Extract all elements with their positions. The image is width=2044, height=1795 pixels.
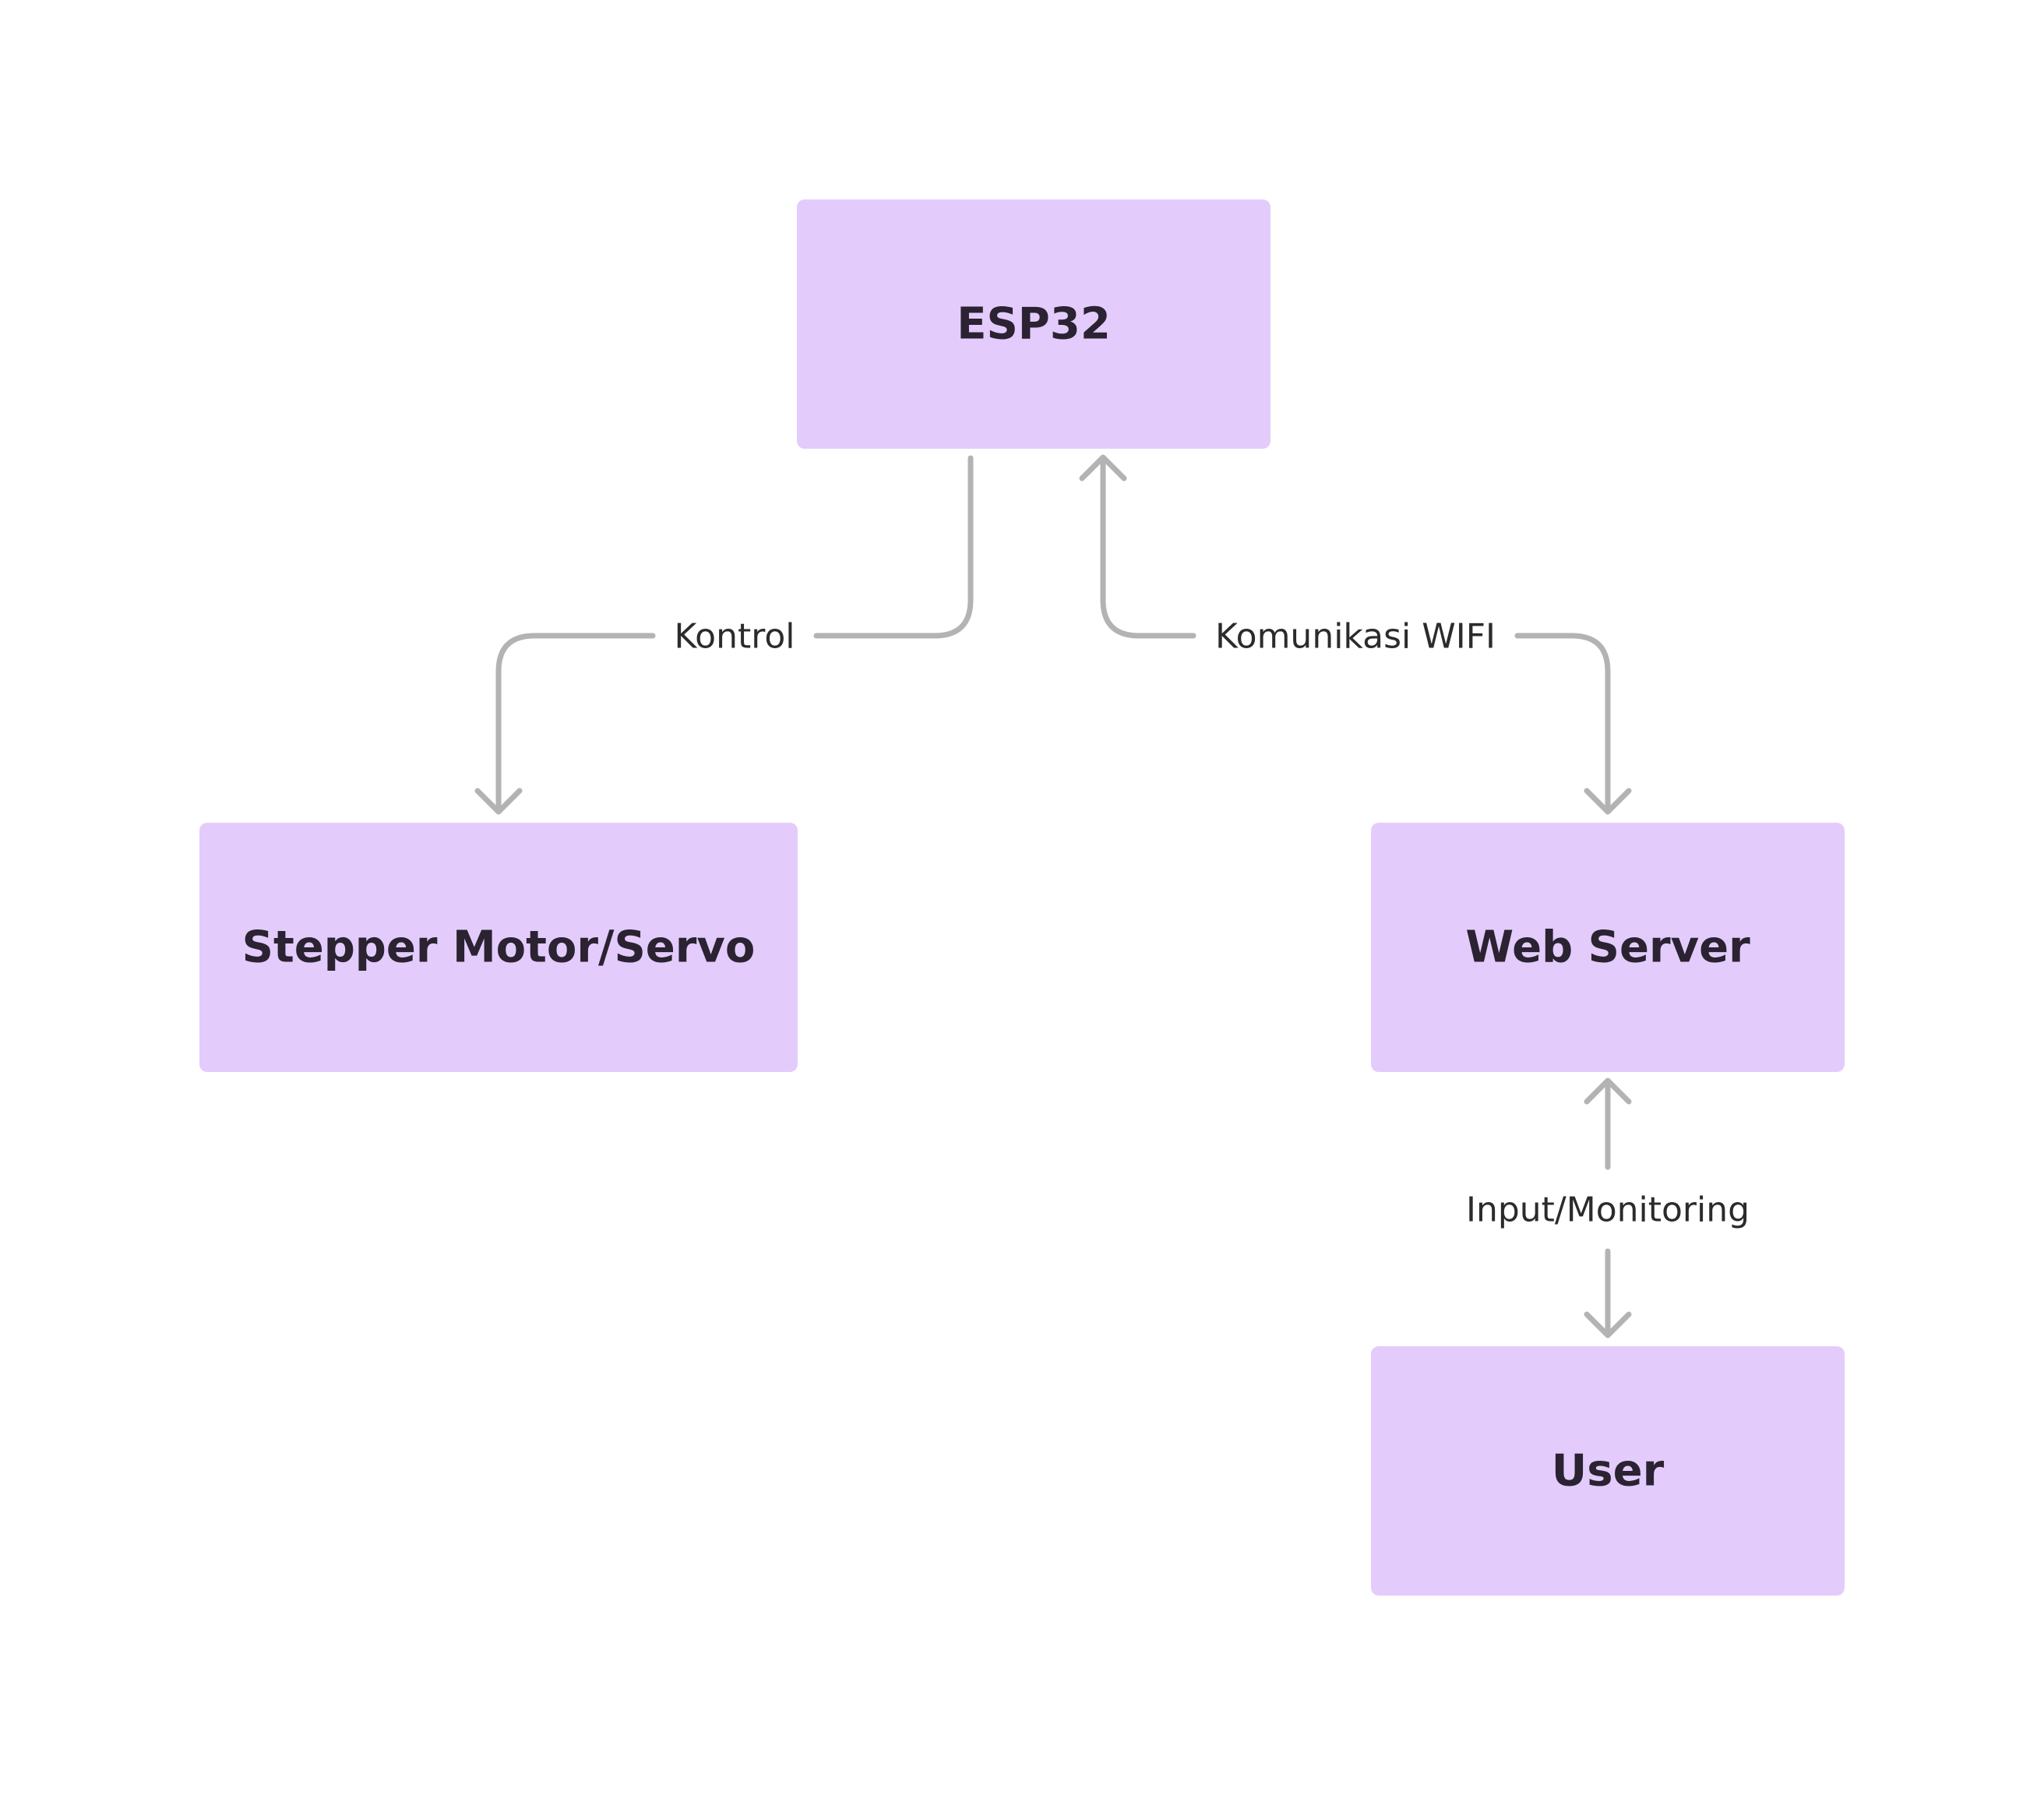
edge-wifi-arrowhead-down (1584, 788, 1632, 815)
node-stepper-box (199, 823, 798, 1072)
node-webserver-label: Web Server (1465, 922, 1750, 973)
edge-kontrol-line-lower (495, 633, 656, 813)
edge-input-arrowhead-down (1584, 1311, 1632, 1338)
edge-wifi: Komunikasi WIFI (1079, 454, 1632, 815)
node-web-server[interactable]: Web Server (1371, 823, 1845, 1072)
edge-kontrol-label: Kontrol (675, 617, 795, 657)
node-esp32[interactable]: ESP32 (797, 199, 1270, 449)
node-user[interactable]: User (1371, 1346, 1845, 1596)
node-esp32-box (797, 199, 1270, 449)
node-user-label: User (1552, 1446, 1665, 1497)
edge-input-arrowhead-up (1584, 1077, 1632, 1105)
node-user-box (1371, 1346, 1845, 1596)
node-stepper-label: Stepper Motor/Servo (242, 922, 756, 973)
edge-wifi-line-right (1514, 633, 1611, 813)
edge-kontrol-arrowhead (474, 788, 523, 815)
edge-input-label: Input/Monitoring (1466, 1190, 1750, 1230)
node-webserver-box (1371, 823, 1845, 1072)
edge-input-monitoring: Input/Monitoring (1466, 1077, 1750, 1338)
edge-wifi-arrowhead-up (1079, 454, 1127, 481)
node-stepper-motor[interactable]: Stepper Motor/Servo (199, 823, 798, 1072)
edge-kontrol: Kontrol (474, 455, 974, 815)
edge-kontrol-line-upper (813, 455, 974, 639)
edge-wifi-line-left (1100, 458, 1196, 639)
node-esp32-label: ESP32 (957, 299, 1111, 350)
edge-wifi-label: Komunikasi WIFI (1215, 617, 1496, 657)
